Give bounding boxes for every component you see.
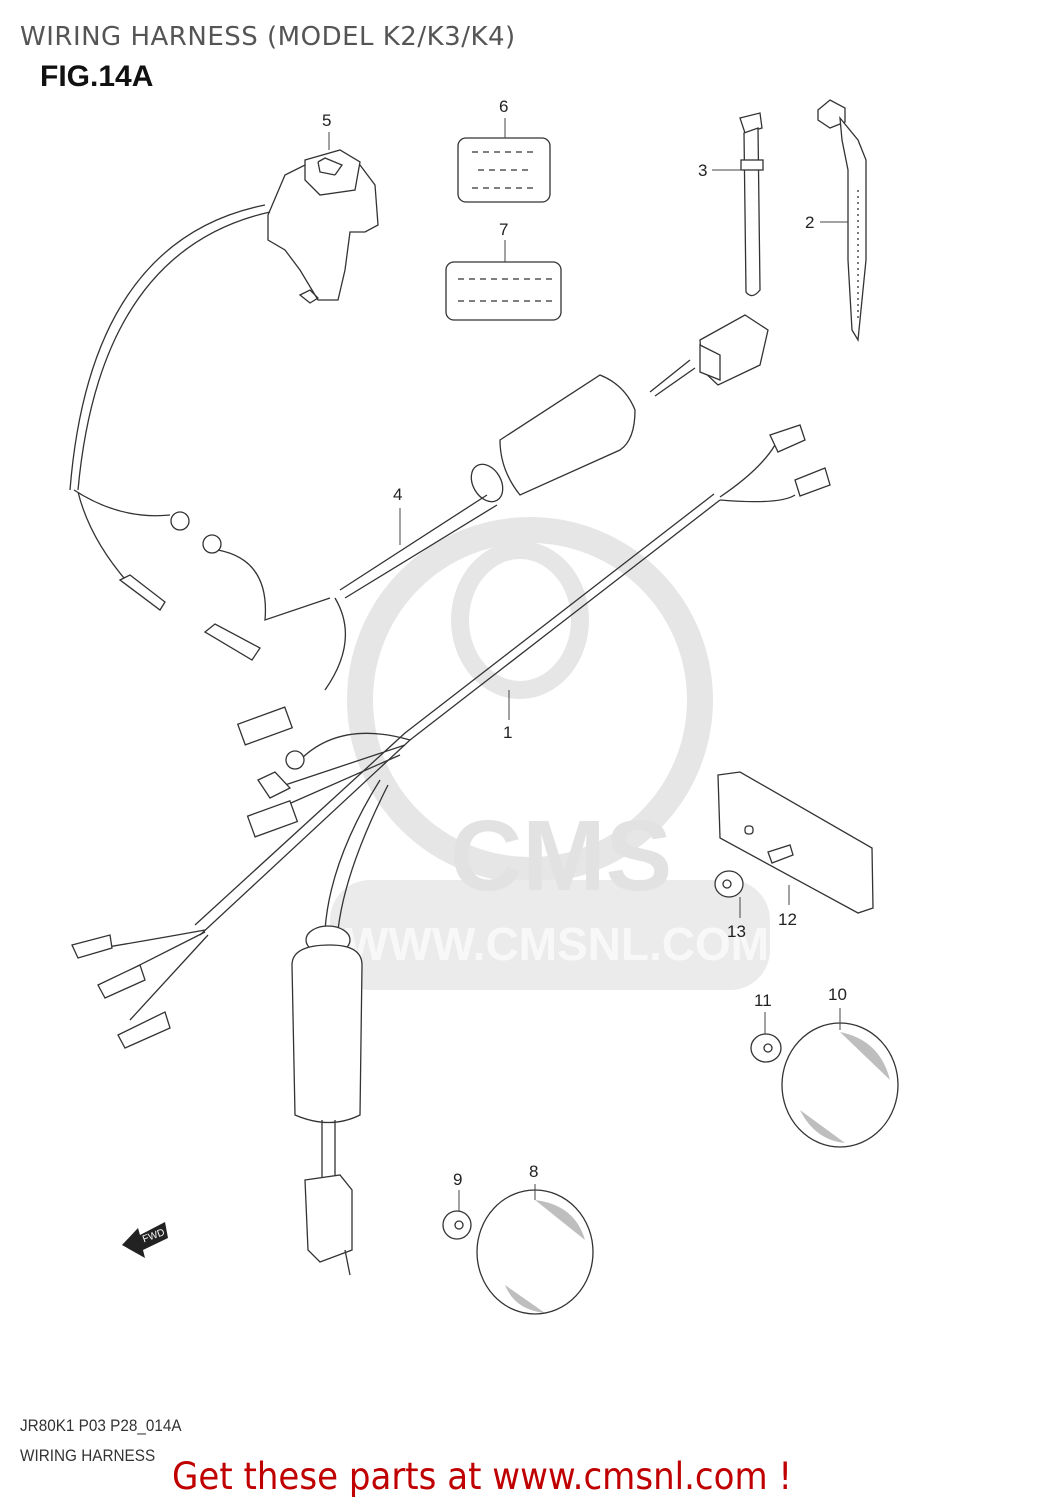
callout-10: 10 (828, 985, 847, 1004)
diagram-name: WIRING HARNESS (20, 1446, 156, 1465)
part-12-reflector-plate[interactable] (717, 771, 874, 914)
callout-3: 3 (698, 161, 707, 180)
part-6-label[interactable] (457, 137, 551, 203)
callout-4: 4 (393, 485, 402, 504)
part-9-nut[interactable] (442, 1210, 472, 1240)
part-11-nut[interactable] (750, 1033, 782, 1063)
callout-2: 2 (805, 213, 814, 232)
callout-6: 6 (499, 97, 508, 116)
callout-1: 1 (503, 723, 512, 742)
diagram-code: JR80K1 P03 P28_014A (20, 1416, 182, 1435)
part-2-cable-tie[interactable] (817, 99, 867, 343)
figure-number: FIG.14A (40, 60, 154, 93)
callout-12: 12 (778, 910, 797, 929)
callout-11: 11 (754, 991, 772, 1010)
part-8-reflector[interactable] (476, 1189, 594, 1315)
part-7-label[interactable] (445, 261, 562, 321)
watermark-url: WWW.CMSNL.COM (345, 918, 769, 970)
part-13-nut[interactable] (714, 870, 744, 898)
part-10-reflector[interactable] (781, 1022, 899, 1148)
fwd-arrow-icon: FWD (122, 1222, 168, 1258)
promo-link[interactable]: Get these parts at www.cmsnl.com ! (172, 1455, 793, 1498)
part-3-clamp[interactable] (739, 112, 764, 297)
callout-13: 13 (727, 922, 746, 941)
part-4-sub-harness[interactable] (69, 204, 636, 746)
part-1-main-harness[interactable] (71, 424, 831, 1276)
callout-8: 8 (529, 1162, 538, 1181)
callout-5: 5 (322, 111, 331, 130)
watermark-logo: CMS (450, 800, 672, 912)
page-title: WIRING HARNESS (MODEL K2/K3/K4) (20, 22, 516, 52)
connector-top[interactable] (649, 314, 769, 397)
callout-7: 7 (499, 220, 508, 239)
callout-9: 9 (453, 1170, 462, 1189)
cms-watermark: CMS WWW.CMSNL.COM (330, 517, 770, 990)
part-5-switch[interactable] (267, 149, 379, 304)
